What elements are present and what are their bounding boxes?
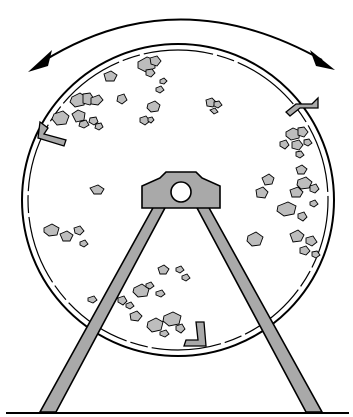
arrowhead-left [28,50,52,72]
axle-hole [171,182,191,202]
arrowhead-right [310,50,335,70]
